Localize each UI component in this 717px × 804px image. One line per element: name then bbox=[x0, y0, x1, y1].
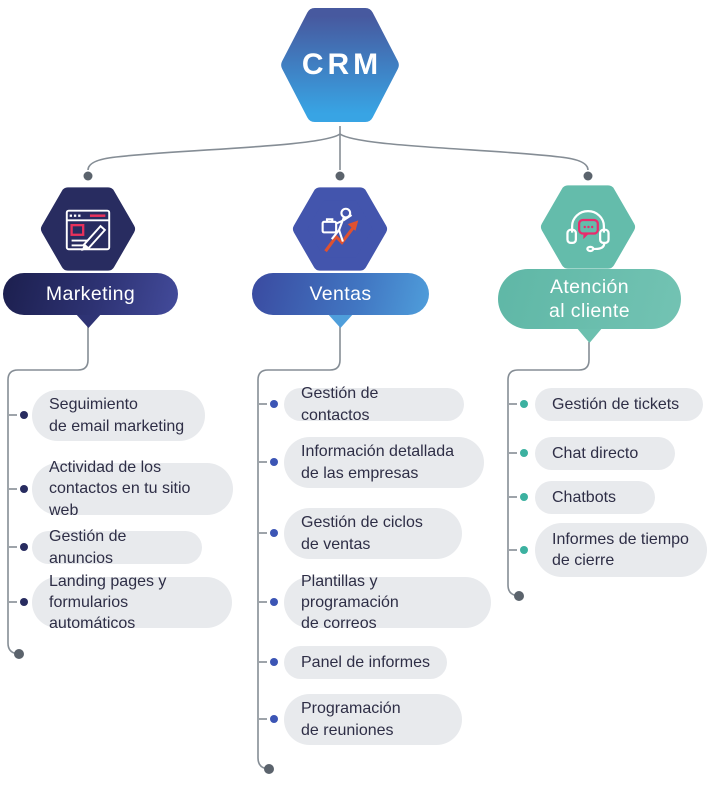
atencion-item-dots bbox=[520, 400, 528, 554]
marketing-label-pill: Marketing bbox=[3, 273, 178, 315]
atencion-item-3: Informes de tiempo de cierre bbox=[535, 523, 707, 577]
ventas-spine-end-dot bbox=[264, 764, 274, 774]
marketing-node bbox=[40, 181, 136, 277]
ventas-item-0: Gestión de contactos bbox=[284, 385, 464, 424]
tree-end-dots bbox=[83, 171, 593, 181]
atencion-item-2: Chatbots bbox=[535, 481, 655, 514]
headset-chat-icon bbox=[566, 210, 610, 253]
marketing-item-2: Gestión de anuncios bbox=[32, 528, 202, 567]
ventas-item-1: Información detallada de las empresas bbox=[284, 437, 484, 488]
web-marketing-icon bbox=[65, 209, 111, 252]
ventas-item-2: Gestión de ciclos de ventas bbox=[284, 508, 462, 559]
crm-root-node: CRM bbox=[280, 5, 400, 125]
marketing-item-0: Seguimiento de email marketing bbox=[32, 390, 205, 441]
crm-hexagon-shape bbox=[281, 7, 399, 122]
marketing-spine bbox=[7, 326, 89, 655]
atencion-item-0: Gestión de tickets bbox=[535, 388, 703, 421]
atencion-item-1: Chat directo bbox=[535, 437, 675, 470]
ventas-label-pill: Ventas bbox=[252, 273, 429, 315]
atencion-spine bbox=[507, 342, 590, 597]
tree-connectors bbox=[87, 126, 589, 171]
marketing-label: Marketing bbox=[45, 282, 136, 305]
atencion-label-pill: Atención al cliente bbox=[498, 269, 681, 329]
crm-title: CRM bbox=[301, 48, 383, 81]
sales-growth-icon bbox=[321, 207, 359, 253]
atencion-spine-end-dot bbox=[514, 591, 524, 601]
ventas-node bbox=[292, 181, 388, 277]
marketing-item-3: Landing pages y formularios automáticos bbox=[32, 573, 232, 632]
ventas-label: Ventas bbox=[309, 282, 372, 305]
tree-line-left bbox=[87, 133, 341, 171]
marketing-item-1: Actividad de los contactos en tu sitio w… bbox=[32, 459, 233, 519]
ventas-item-4: Panel de informes bbox=[284, 646, 447, 679]
ventas-item-dots bbox=[270, 400, 278, 723]
atencion-node bbox=[540, 179, 636, 275]
marketing-spine-end-dot bbox=[14, 649, 24, 659]
ventas-item-3: Plantillas y programación de correos bbox=[284, 573, 491, 632]
ventas-spine bbox=[257, 326, 341, 770]
atencion-label: Atención al cliente bbox=[549, 275, 630, 322]
ventas-item-5: Programación de reuniones bbox=[284, 694, 462, 745]
tree-line-right bbox=[339, 133, 589, 171]
marketing-item-dots bbox=[20, 411, 28, 606]
